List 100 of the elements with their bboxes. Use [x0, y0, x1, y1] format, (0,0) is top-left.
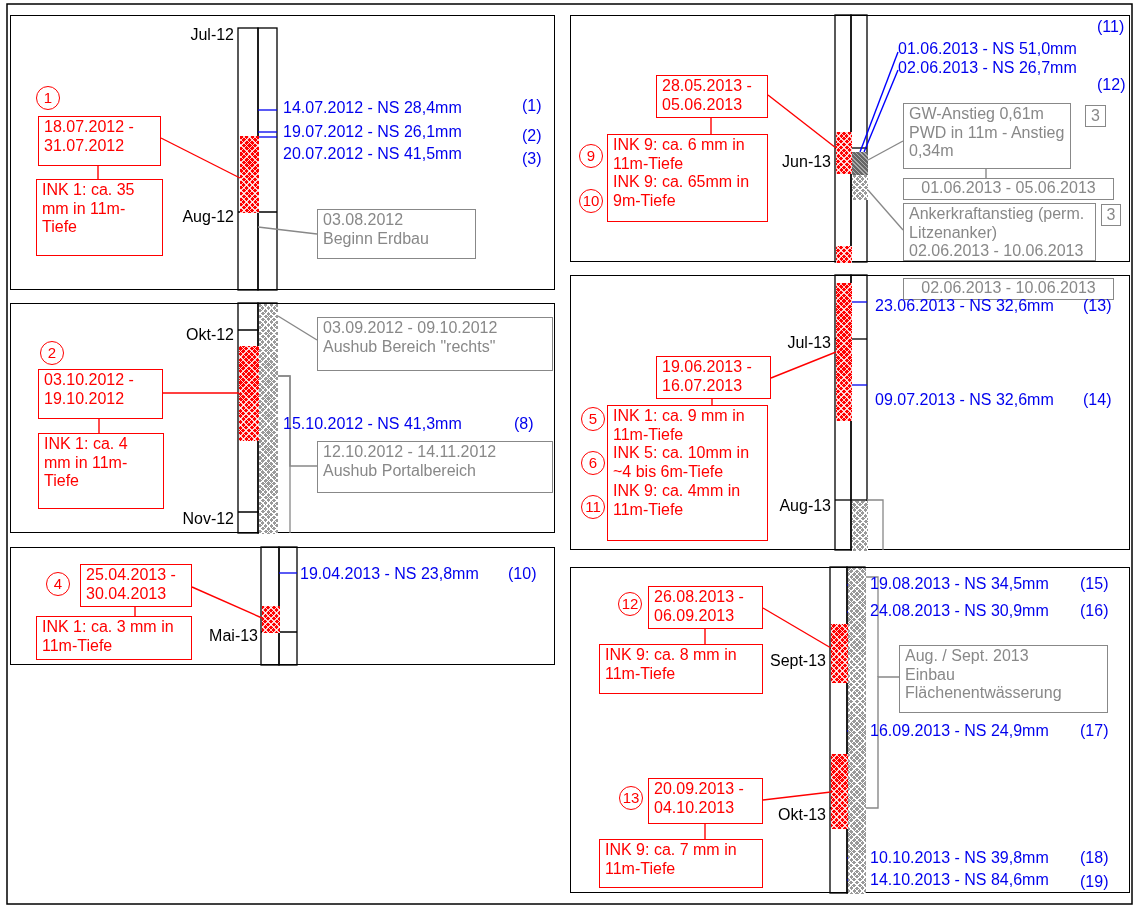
timeline-panel — [10, 303, 555, 533]
connector-line — [134, 606, 136, 617]
rainfall-label: 09.07.2013 - NS 32,6mm — [875, 391, 1054, 409]
event-box — [899, 645, 1108, 713]
timeline-panel — [10, 15, 555, 290]
reference-number: (19) — [1080, 873, 1109, 891]
leader-line — [762, 791, 832, 801]
event-box — [903, 203, 1096, 261]
event-text: Ankerkraftanstieg (perm. Litzenanker) — [909, 205, 1086, 243]
reference-number: (3) — [522, 150, 542, 168]
hatched-bar — [836, 283, 852, 421]
event-box: GW-Anstieg 0,61m PWD in 11m - Anstieg 0,34m — [903, 103, 1071, 169]
callout-circle: 13 — [619, 786, 643, 810]
month-label: Okt-12 — [186, 326, 234, 344]
event-text: 02.06.2013 - 10.06.2013 — [909, 242, 1085, 262]
leader-line — [859, 51, 899, 153]
month-label: Jul-13 — [787, 334, 831, 352]
rainfall-label: 01.06.2013 - NS 51,0mm — [898, 40, 1077, 58]
callout-circle: 9 — [579, 144, 603, 168]
hatched-bar — [831, 624, 848, 683]
leader-line — [160, 137, 241, 179]
measurement-text: INK 5: ca. 10mm in ~4 bis 6m-Tiefe — [613, 444, 751, 482]
connector-line — [710, 117, 712, 135]
leader-line — [277, 375, 318, 467]
connector-line — [98, 418, 100, 434]
date-range-box: 18.07.2012 - 31.07.2012 — [38, 116, 161, 166]
measurement-box: INK 1: ca. 35 mm in 11m-Tiefe — [36, 179, 163, 256]
event-box — [317, 317, 553, 371]
event-text: Aushub Portalbereich — [323, 461, 477, 481]
date-range-box: 28.05.2013 - 05.06.2013 — [656, 75, 768, 118]
connector-line — [704, 628, 706, 645]
callout-circle: 2 — [40, 341, 64, 365]
hatched-bar — [262, 606, 280, 633]
callout-circle: 1 — [36, 86, 60, 110]
leader-line — [191, 586, 263, 619]
event-box: 02.06.2013 - 10.06.2013 — [903, 278, 1114, 300]
rainfall-label: 10.10.2013 - NS 39,8mm — [870, 849, 1049, 867]
hatched-bar — [852, 152, 868, 175]
measurement-box: INK 1: ca. 4 mm in 11m-Tiefe — [38, 433, 164, 509]
callout-circle: 4 — [46, 572, 70, 596]
reference-number-box: 3 — [1085, 105, 1106, 127]
leader-line — [770, 351, 837, 379]
reference-number: (18) — [1080, 849, 1109, 867]
connector-line — [985, 168, 987, 179]
month-label: Sept-13 — [769, 652, 826, 670]
reference-number: (8) — [514, 415, 534, 433]
leader-line — [277, 315, 318, 341]
connector-line — [97, 165, 99, 180]
leader-line — [863, 69, 899, 153]
timeline-panel — [570, 275, 1130, 550]
date-range-box: 20.09.2013 - 04.10.2013 — [648, 778, 763, 824]
reference-number: (15) — [1080, 575, 1109, 593]
event-text: Aug. / Sept. 2013 — [905, 647, 1030, 666]
hatched-bar — [836, 132, 852, 174]
event-text: Beginn Erdbau — [323, 229, 430, 249]
rainfall-label: 14.07.2012 - NS 28,4mm — [283, 99, 462, 117]
date-range-box: 19.06.2013 - 16.07.2013 — [656, 356, 771, 399]
hatched-bar — [836, 246, 852, 263]
hatched-bar — [852, 501, 868, 551]
event-text: 12.10.2012 - 14.11.2012 — [323, 443, 498, 462]
reference-number: (10) — [508, 565, 537, 583]
reference-number: (1) — [522, 97, 542, 115]
hatched-bar — [831, 754, 848, 829]
event-text: Einbau Flächenentwässerung — [905, 665, 1063, 704]
rainfall-label: 02.06.2013 - NS 26,7mm — [898, 59, 1077, 77]
connector-line — [711, 398, 713, 406]
leader-line — [162, 392, 240, 394]
measurement-text: INK 9: ca. 65mm in 9m-Tiefe — [613, 173, 751, 211]
event-text: Aushub Bereich "rechts" — [323, 337, 497, 357]
leader-line — [867, 189, 904, 231]
hatched-bar — [852, 175, 868, 200]
leader-line — [867, 140, 904, 161]
rainfall-label: 15.10.2012 - NS 41,3mm — [283, 415, 462, 433]
rainfall-label: 19.04.2013 - NS 23,8mm — [300, 565, 479, 583]
timeline-panel — [570, 567, 1130, 893]
month-label: Nov-12 — [182, 510, 234, 528]
hatched-bar — [239, 346, 259, 441]
month-label: Okt-13 — [778, 806, 826, 824]
rainfall-label: 19.07.2012 - NS 26,1mm — [283, 123, 462, 141]
timeline-panel — [570, 15, 1130, 262]
date-range-box: 26.08.2013 - 06.09.2013 — [648, 586, 763, 629]
event-box — [317, 441, 553, 493]
leader-line — [257, 226, 318, 235]
hatched-bar — [848, 568, 866, 894]
callout-circle: 6 — [581, 451, 605, 475]
event-text: 03.09.2012 - 09.10.2012 — [323, 319, 499, 338]
month-label: Aug-12 — [182, 208, 234, 226]
reference-number: (14) — [1083, 391, 1112, 409]
rainfall-label: 23.06.2013 - NS 32,6mm — [875, 297, 1054, 315]
measurement-text: INK 9: ca. 6 mm in 11m-Tiefe — [613, 136, 746, 174]
measurement-box: INK 9: ca. 8 mm in 11m-Tiefe — [599, 644, 763, 694]
date-range-box: 03.10.2012 - 19.10.2012 — [38, 369, 163, 419]
callout-circle: 12 — [618, 592, 642, 616]
callout-circle: 10 — [579, 189, 603, 213]
leader-line — [865, 676, 900, 809]
rainfall-label: 24.08.2013 - NS 30,9mm — [870, 602, 1049, 620]
reference-number: (12) — [1097, 76, 1126, 94]
reference-number: (13) — [1083, 297, 1112, 315]
measurement-box — [607, 405, 768, 541]
hatched-bar — [240, 136, 259, 213]
